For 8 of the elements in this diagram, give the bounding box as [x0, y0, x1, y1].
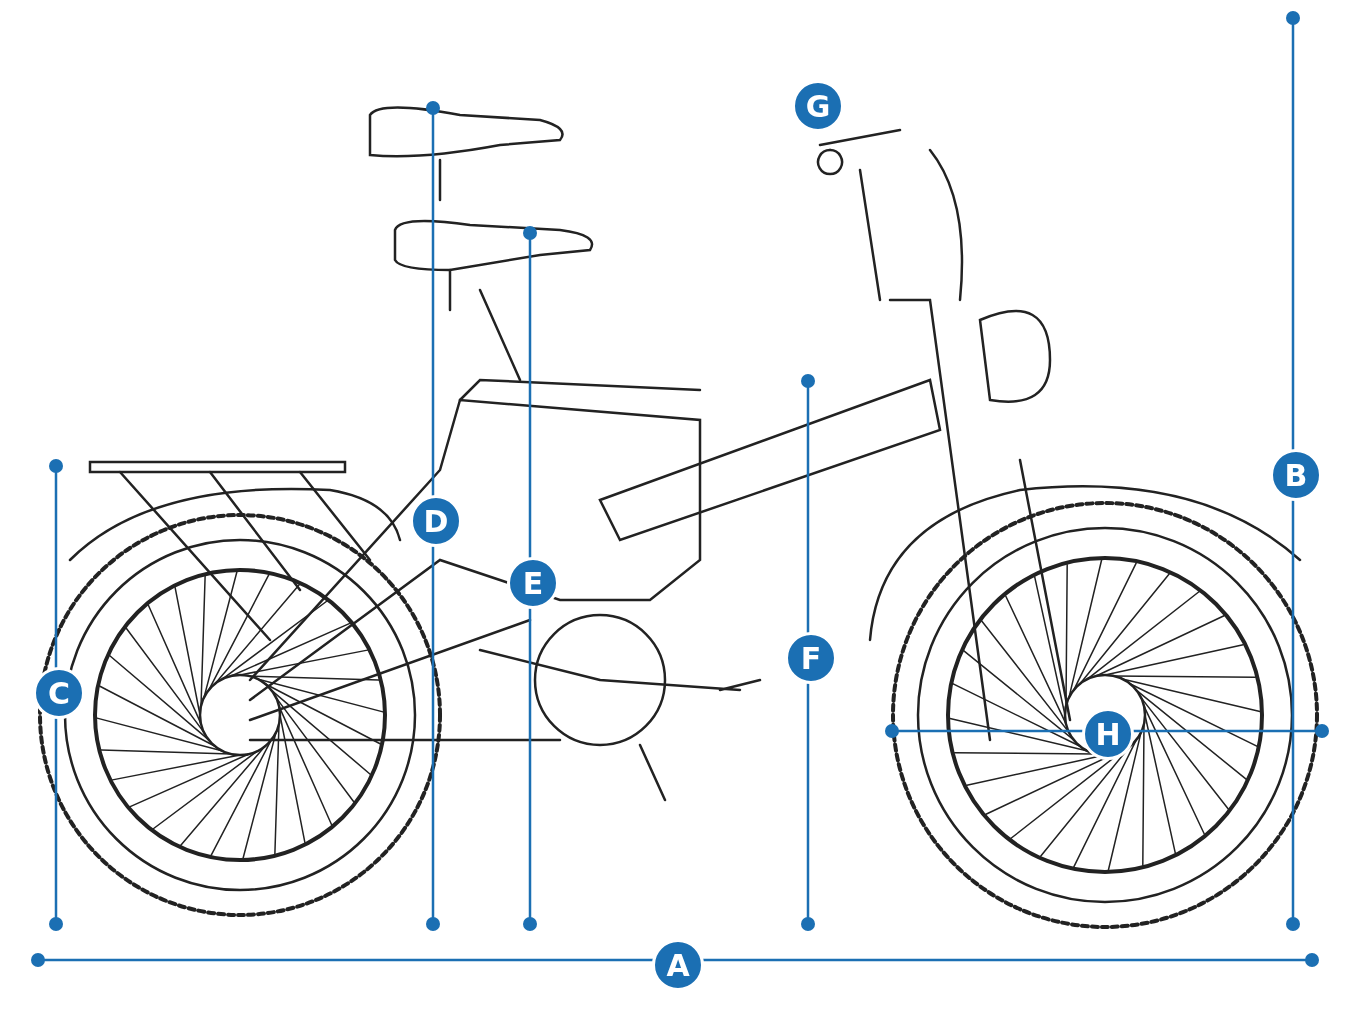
callout-letter: D: [410, 495, 462, 547]
callout-letter: C: [33, 667, 85, 719]
callout-letter: H: [1082, 708, 1134, 760]
callout-letter: A: [652, 939, 704, 991]
callout-letter: E: [507, 557, 559, 609]
callout-letter: G: [792, 80, 844, 132]
callout-letter: B: [1270, 449, 1322, 501]
callout-letter: F: [785, 632, 837, 684]
